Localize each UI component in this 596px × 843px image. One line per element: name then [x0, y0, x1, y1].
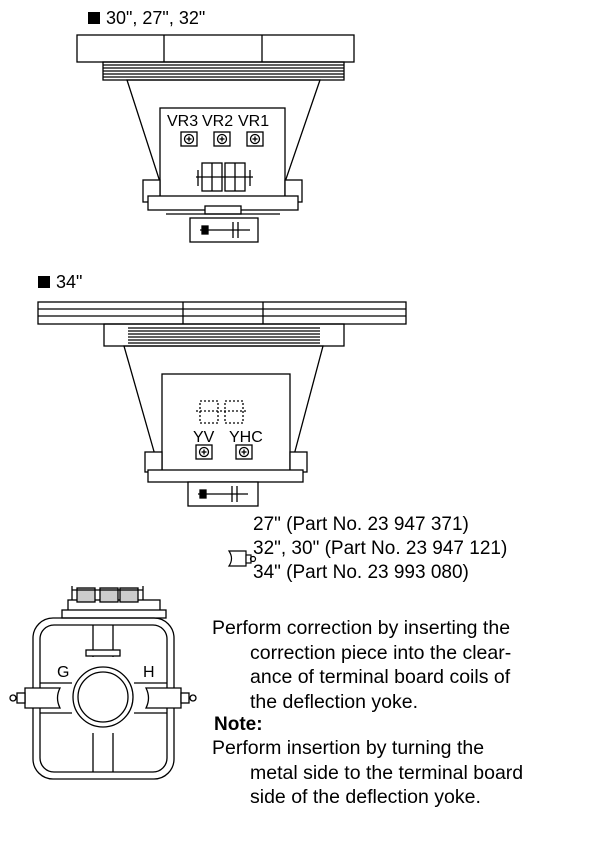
- section-a-label: 30", 27", 32": [106, 8, 206, 28]
- yoke-label-h: H: [143, 664, 155, 681]
- part-32-30: 32", 30" (Part No. 23 947 121): [253, 538, 508, 559]
- instruction-line: correction piece into the clear-: [250, 641, 512, 664]
- coil-assembly-a: [196, 162, 253, 192]
- part-34: 34" (Part No. 23 993 080): [253, 562, 469, 583]
- pot-label-vr3: VR3: [167, 113, 198, 130]
- note-first-line: Perform insertion by turning the: [212, 737, 485, 759]
- pot-label-yhc: YHC: [229, 429, 263, 446]
- yoke-label-g: G: [57, 664, 69, 681]
- bullet-square-icon: [38, 276, 50, 288]
- instruction-first-line: Perform correction by inserting the: [212, 617, 511, 639]
- pot-yv-icon: [195, 444, 213, 460]
- neck-tube: [72, 666, 134, 728]
- crt-flange-b: [37, 301, 407, 325]
- funnel-b: [123, 345, 324, 456]
- instruction-paragraph: Perform correction by inserting the corr…: [212, 616, 590, 714]
- pot-label-vr2: VR2: [202, 113, 233, 130]
- connector-a: [189, 217, 259, 243]
- left-correction-piece-icon: [9, 687, 62, 709]
- section-b-heading: 34": [38, 272, 82, 292]
- bullet-square-icon: [88, 12, 100, 24]
- note-line: metal side to the terminal board: [250, 761, 524, 784]
- pot-vr1-icon: [246, 131, 264, 147]
- pot-label-yv: YV: [193, 429, 215, 446]
- part-27: 27" (Part No. 23 947 371): [253, 514, 469, 535]
- neck-stripes-a: [103, 64, 344, 78]
- section-b-label: 34": [56, 272, 83, 292]
- section-a-heading: 30", 27", 32": [88, 8, 205, 28]
- instruction-line: ance of terminal board coils of: [250, 666, 511, 688]
- note-line: side of the deflection yoke.: [250, 786, 481, 808]
- terminal-board-b: [161, 373, 291, 475]
- yoke-body: [32, 617, 175, 780]
- right-correction-piece-icon: [144, 687, 197, 709]
- note-paragraph: Perform insertion by turning the metal s…: [212, 736, 590, 810]
- part-list: 27" (Part No. 23 947 371) 32", 30" (Part…: [253, 513, 507, 585]
- pot-yhc-icon: [235, 444, 253, 460]
- terminal-board-a: [159, 107, 286, 207]
- connector-b: [187, 481, 259, 507]
- pot-vr3-icon: [180, 131, 198, 147]
- funnel-a: [126, 79, 321, 183]
- pot-vr2-icon: [213, 131, 231, 147]
- dotted-coil-assembly-b: [196, 400, 247, 424]
- neck-stripes-b: [128, 327, 320, 344]
- terminal-block-icon: [71, 586, 144, 603]
- pot-label-vr1: VR1: [238, 113, 269, 130]
- note-heading: Note:: [214, 714, 263, 735]
- crt-flange-a: [76, 34, 355, 63]
- instruction-line: the deflection yoke.: [250, 690, 419, 713]
